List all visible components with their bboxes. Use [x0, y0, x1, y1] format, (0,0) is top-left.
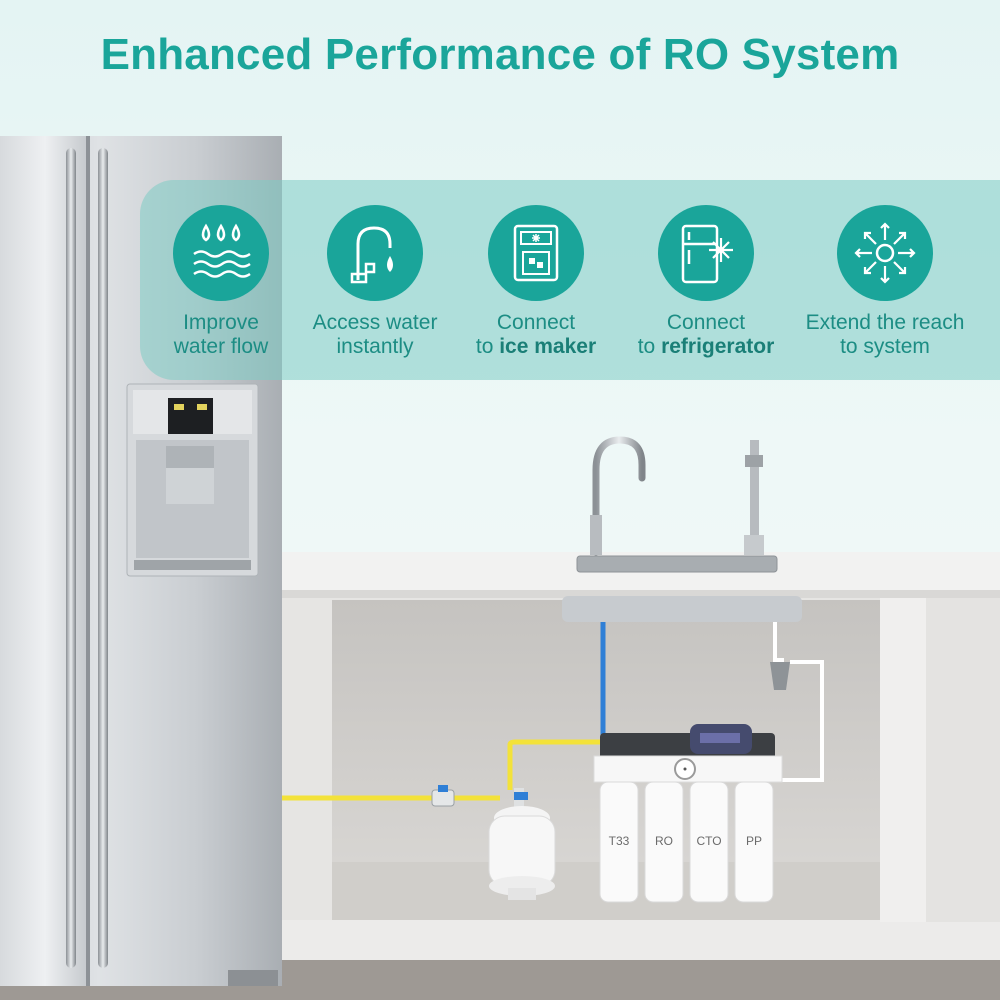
page-title: Enhanced Performance of RO System — [100, 30, 900, 79]
filter-label-ro: RO — [655, 834, 673, 848]
feature-5-line1: Extend the reach — [805, 311, 965, 334]
refrigerator-snowflake-icon — [658, 205, 754, 301]
water-waves-icon — [173, 205, 269, 301]
feature-1-line2: water flow — [173, 335, 269, 358]
feature-3-line2-bold: ice maker — [499, 335, 597, 358]
feature-5-line2: to system — [840, 335, 930, 358]
filter-label-pp: PP — [745, 834, 762, 848]
feature-2-line2: instantly — [336, 335, 414, 358]
feature-1-line1: Improve — [183, 311, 259, 334]
filter-label-t33: T33 — [608, 834, 630, 848]
faucet-drop-icon — [327, 205, 423, 301]
feature-3-line2-prefix: to — [475, 335, 500, 358]
feature-4-line2-bold: refrigerator — [661, 335, 775, 358]
feature-4-line1: Connect — [666, 311, 746, 334]
filter-label-cto: CTO — [696, 834, 722, 848]
arrows-outward-icon — [837, 205, 933, 301]
feature-2-line1: Access water — [312, 311, 438, 334]
ice-maker-icon — [488, 205, 584, 301]
feature-4-line2-prefix: to — [637, 335, 662, 358]
feature-3-line1: Connect — [496, 311, 576, 334]
